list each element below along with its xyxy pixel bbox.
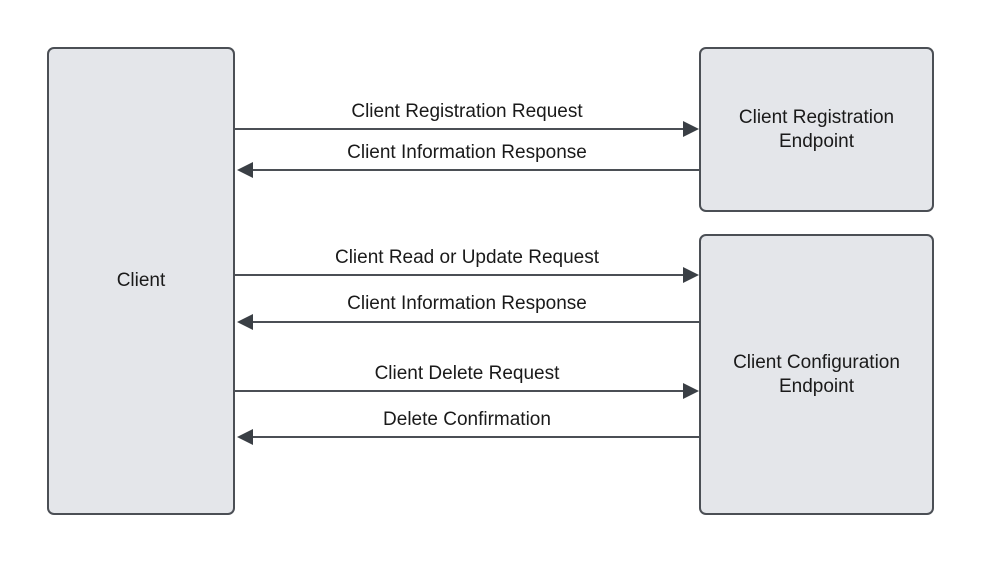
message-label-client-delete-request: Client Delete Request <box>374 363 560 384</box>
arrow-client-read-or-update-request <box>235 267 699 283</box>
message-label-delete-confirmation: Delete Confirmation <box>383 409 551 430</box>
client-node-label: Client <box>116 270 166 291</box>
message-label-client-read-or-update-request: Client Read or Update Request <box>334 247 600 268</box>
arrow-client-delete-request <box>235 383 699 399</box>
arrow-client-information-response-configuration <box>237 314 699 330</box>
message-label-client-registration-request: Client Registration Request <box>351 101 583 122</box>
client-configuration-endpoint-label: Client Configuration Endpoint <box>733 351 900 397</box>
arrow-client-registration-request <box>235 121 699 137</box>
message-label-client-information-response-configuration: Client Information Response <box>347 293 587 314</box>
client-registration-endpoint-node: Client Registration Endpoint <box>699 47 934 212</box>
message-label-client-information-response-registration: Client Information Response <box>347 142 587 163</box>
client-node: Client <box>47 47 235 515</box>
arrow-delete-confirmation <box>237 429 699 445</box>
client-configuration-endpoint-node: Client Configuration Endpoint <box>699 234 934 515</box>
client-registration-endpoint-label: Client Registration Endpoint <box>738 106 895 152</box>
arrow-client-information-response-registration <box>237 162 699 178</box>
